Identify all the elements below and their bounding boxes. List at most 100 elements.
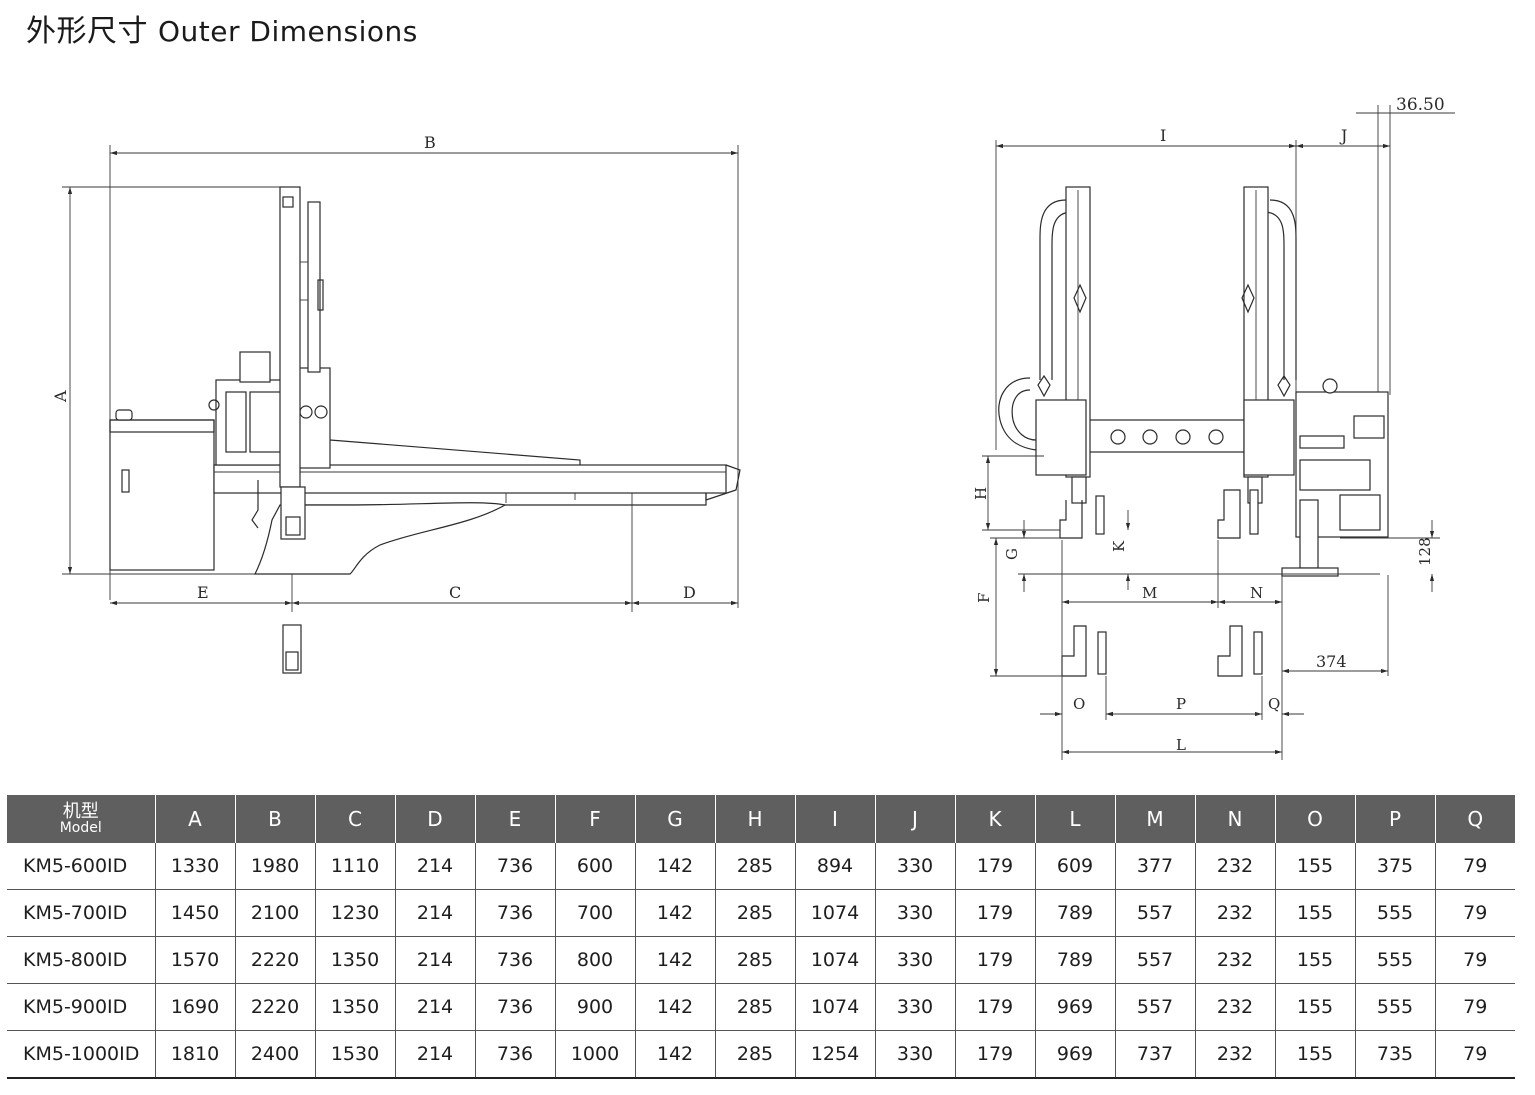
value-cell: 1230: [314, 889, 395, 937]
value-cell: 700: [554, 889, 635, 937]
value-cell: 1980: [234, 843, 315, 890]
value-cell: 232: [1194, 936, 1275, 984]
value-cell: 735: [1354, 1030, 1435, 1079]
value-cell: 789: [1034, 936, 1115, 984]
value-cell: 557: [1114, 889, 1195, 937]
value-cell: 969: [1034, 1030, 1115, 1079]
label-I: I: [1160, 126, 1166, 145]
value-cell: 142: [634, 936, 715, 984]
value-cell: 1690: [154, 983, 235, 1031]
value-cell: 285: [714, 936, 795, 984]
value-cell: 232: [1194, 889, 1275, 937]
value-cell: 736: [474, 1030, 555, 1079]
value-cell: 1000: [554, 1030, 635, 1079]
value-cell: 555: [1354, 889, 1435, 937]
value-cell: 155: [1274, 843, 1355, 890]
value-cell: 214: [394, 843, 475, 890]
value-cell: 377: [1114, 843, 1195, 890]
value-cell: 330: [874, 936, 955, 984]
value-cell: 330: [874, 843, 955, 890]
model-cell: KM5-800ID: [7, 936, 155, 984]
column-header: G: [634, 795, 715, 843]
value-cell: 155: [1274, 936, 1355, 984]
label-H: H: [972, 487, 990, 500]
column-header: P: [1354, 795, 1435, 843]
value-cell: 557: [1114, 983, 1195, 1031]
value-cell: 179: [954, 983, 1035, 1031]
front-view: I J 36.50: [972, 95, 1455, 760]
value-cell: 1530: [314, 1030, 395, 1079]
value-cell: 1254: [794, 1030, 875, 1079]
label-E: E: [197, 583, 209, 602]
value-cell: 285: [714, 889, 795, 937]
value-cell: 736: [474, 889, 555, 937]
value-cell: 214: [394, 889, 475, 937]
value-cell: 969: [1034, 983, 1115, 1031]
value-cell: 155: [1274, 1030, 1355, 1079]
label-128: 128: [1416, 537, 1434, 566]
value-cell: 1350: [314, 983, 395, 1031]
column-header: A: [154, 795, 235, 843]
value-cell: 142: [634, 983, 715, 1031]
value-cell: 555: [1354, 983, 1435, 1031]
column-header: K: [954, 795, 1035, 843]
label-J: J: [1339, 126, 1347, 145]
value-cell: 285: [714, 1030, 795, 1079]
value-cell: 330: [874, 1030, 955, 1079]
value-cell: 1570: [154, 936, 235, 984]
value-cell: 179: [954, 1030, 1035, 1079]
value-cell: 736: [474, 843, 555, 890]
label-374: 374: [1316, 652, 1347, 671]
model-cell: KM5-900ID: [7, 983, 155, 1031]
value-cell: 2220: [234, 936, 315, 984]
value-cell: 2220: [234, 983, 315, 1031]
value-cell: 609: [1034, 843, 1115, 890]
value-cell: 232: [1194, 1030, 1275, 1079]
value-cell: 232: [1194, 843, 1275, 890]
value-cell: 155: [1274, 983, 1355, 1031]
value-cell: 789: [1034, 889, 1115, 937]
label-O: O: [1073, 695, 1085, 713]
value-cell: 1450: [154, 889, 235, 937]
value-cell: 1074: [794, 983, 875, 1031]
model-header: 机型 Model: [7, 795, 155, 843]
value-cell: 142: [634, 889, 715, 937]
model-cell: KM5-600ID: [7, 843, 155, 890]
label-A: A: [51, 390, 70, 403]
value-cell: 214: [394, 1030, 475, 1079]
label-36-50: 36.50: [1396, 95, 1445, 115]
value-cell: 2400: [234, 1030, 315, 1079]
value-cell: 79: [1434, 936, 1515, 984]
value-cell: 79: [1434, 1030, 1515, 1079]
column-header: B: [234, 795, 315, 843]
label-M: M: [1142, 584, 1157, 602]
value-cell: 1110: [314, 843, 395, 890]
value-cell: 1810: [154, 1030, 235, 1079]
column-header: M: [1114, 795, 1195, 843]
dimensions-table: 机型 Model A B C D E F G H I J K L M N O P…: [7, 795, 1515, 1079]
label-P: P: [1176, 695, 1186, 713]
column-header: J: [874, 795, 955, 843]
value-cell: 557: [1114, 936, 1195, 984]
value-cell: 800: [554, 936, 635, 984]
value-cell: 214: [394, 936, 475, 984]
column-header: O: [1274, 795, 1355, 843]
column-header: H: [714, 795, 795, 843]
value-cell: 1074: [794, 889, 875, 937]
value-cell: 330: [874, 889, 955, 937]
value-cell: 330: [874, 983, 955, 1031]
value-cell: 1074: [794, 936, 875, 984]
title-en: Outer Dimensions: [158, 15, 418, 48]
value-cell: 142: [634, 1030, 715, 1079]
value-cell: 79: [1434, 843, 1515, 890]
model-header-en: Model: [59, 820, 102, 836]
value-cell: 142: [634, 843, 715, 890]
label-L: L: [1176, 736, 1186, 754]
value-cell: 375: [1354, 843, 1435, 890]
value-cell: 179: [954, 889, 1035, 937]
label-D: D: [683, 583, 696, 602]
